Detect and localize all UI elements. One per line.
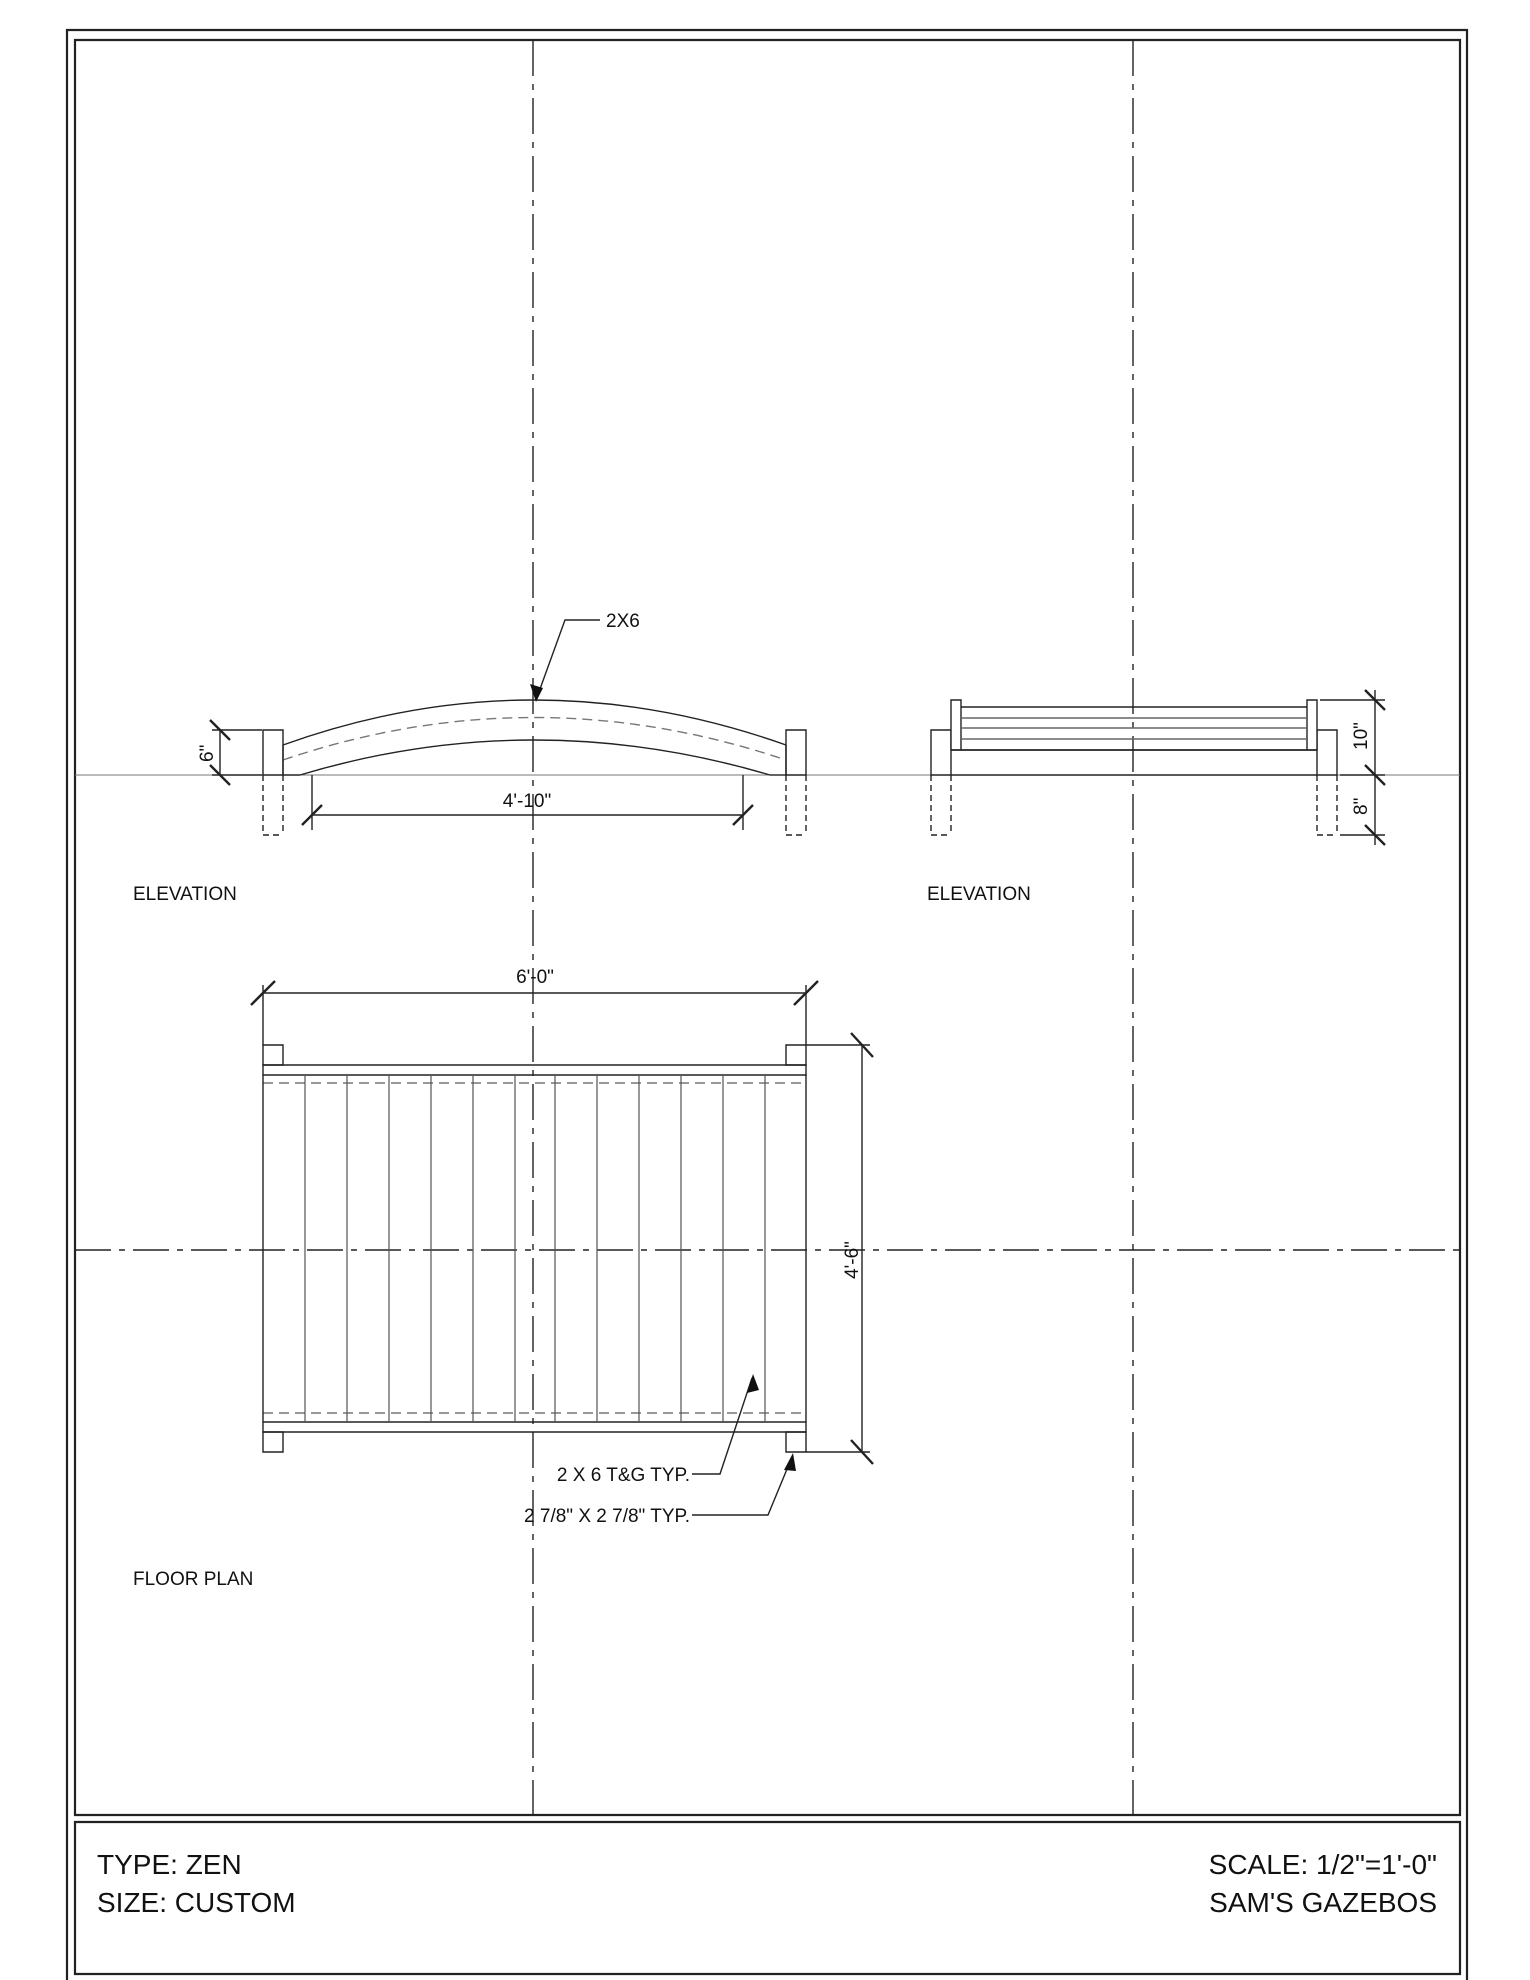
type-label: TYPE: ZEN (97, 1849, 242, 1880)
arch-height-dimension (210, 720, 262, 785)
arch-board-label: 2X6 (606, 611, 640, 632)
floor-plan-label: FLOOR PLAN (133, 1569, 253, 1590)
decking-arrow (747, 1374, 759, 1393)
company-label: SAM'S GAZEBOS (1209, 1887, 1437, 1918)
arch-board-leader (536, 620, 600, 700)
arch-board-arrow (530, 684, 543, 702)
end-height-dimension (1320, 690, 1385, 845)
arch-height-label: 6" (197, 745, 218, 762)
elevation-left-label: ELEVATION (133, 884, 237, 905)
sheet-border (67, 30, 1467, 1980)
post-note: 2 7/8" X 2 7/8" TYP. (524, 1506, 690, 1527)
arch-span-dimension (302, 775, 753, 830)
plan-length-label: 6'-0" (516, 967, 554, 988)
size-label: SIZE: CUSTOM (97, 1887, 296, 1918)
scale-label: SCALE: 1/2"=1'-0" (1209, 1849, 1437, 1880)
end-height-top-label: 10" (1351, 722, 1372, 750)
arch-bridge-elevation (263, 700, 806, 835)
end-height-bottom-label: 8" (1351, 798, 1372, 815)
centerlines (75, 40, 1460, 1815)
plan-width-dimension (806, 1033, 873, 1464)
arch-span-label: 4'-10" (503, 791, 551, 812)
floor-plan (263, 1045, 806, 1452)
decking-leader (692, 1378, 752, 1474)
elevation-right-label: ELEVATION (927, 884, 1031, 905)
bridge-end-elevation (931, 700, 1337, 835)
plan-length-dimension (251, 981, 818, 1045)
post-arrow (784, 1453, 796, 1471)
plan-width-label: 4'-6" (842, 1241, 863, 1279)
post-leader (692, 1457, 792, 1515)
decking-note: 2 X 6 T&G TYP. (557, 1465, 690, 1486)
